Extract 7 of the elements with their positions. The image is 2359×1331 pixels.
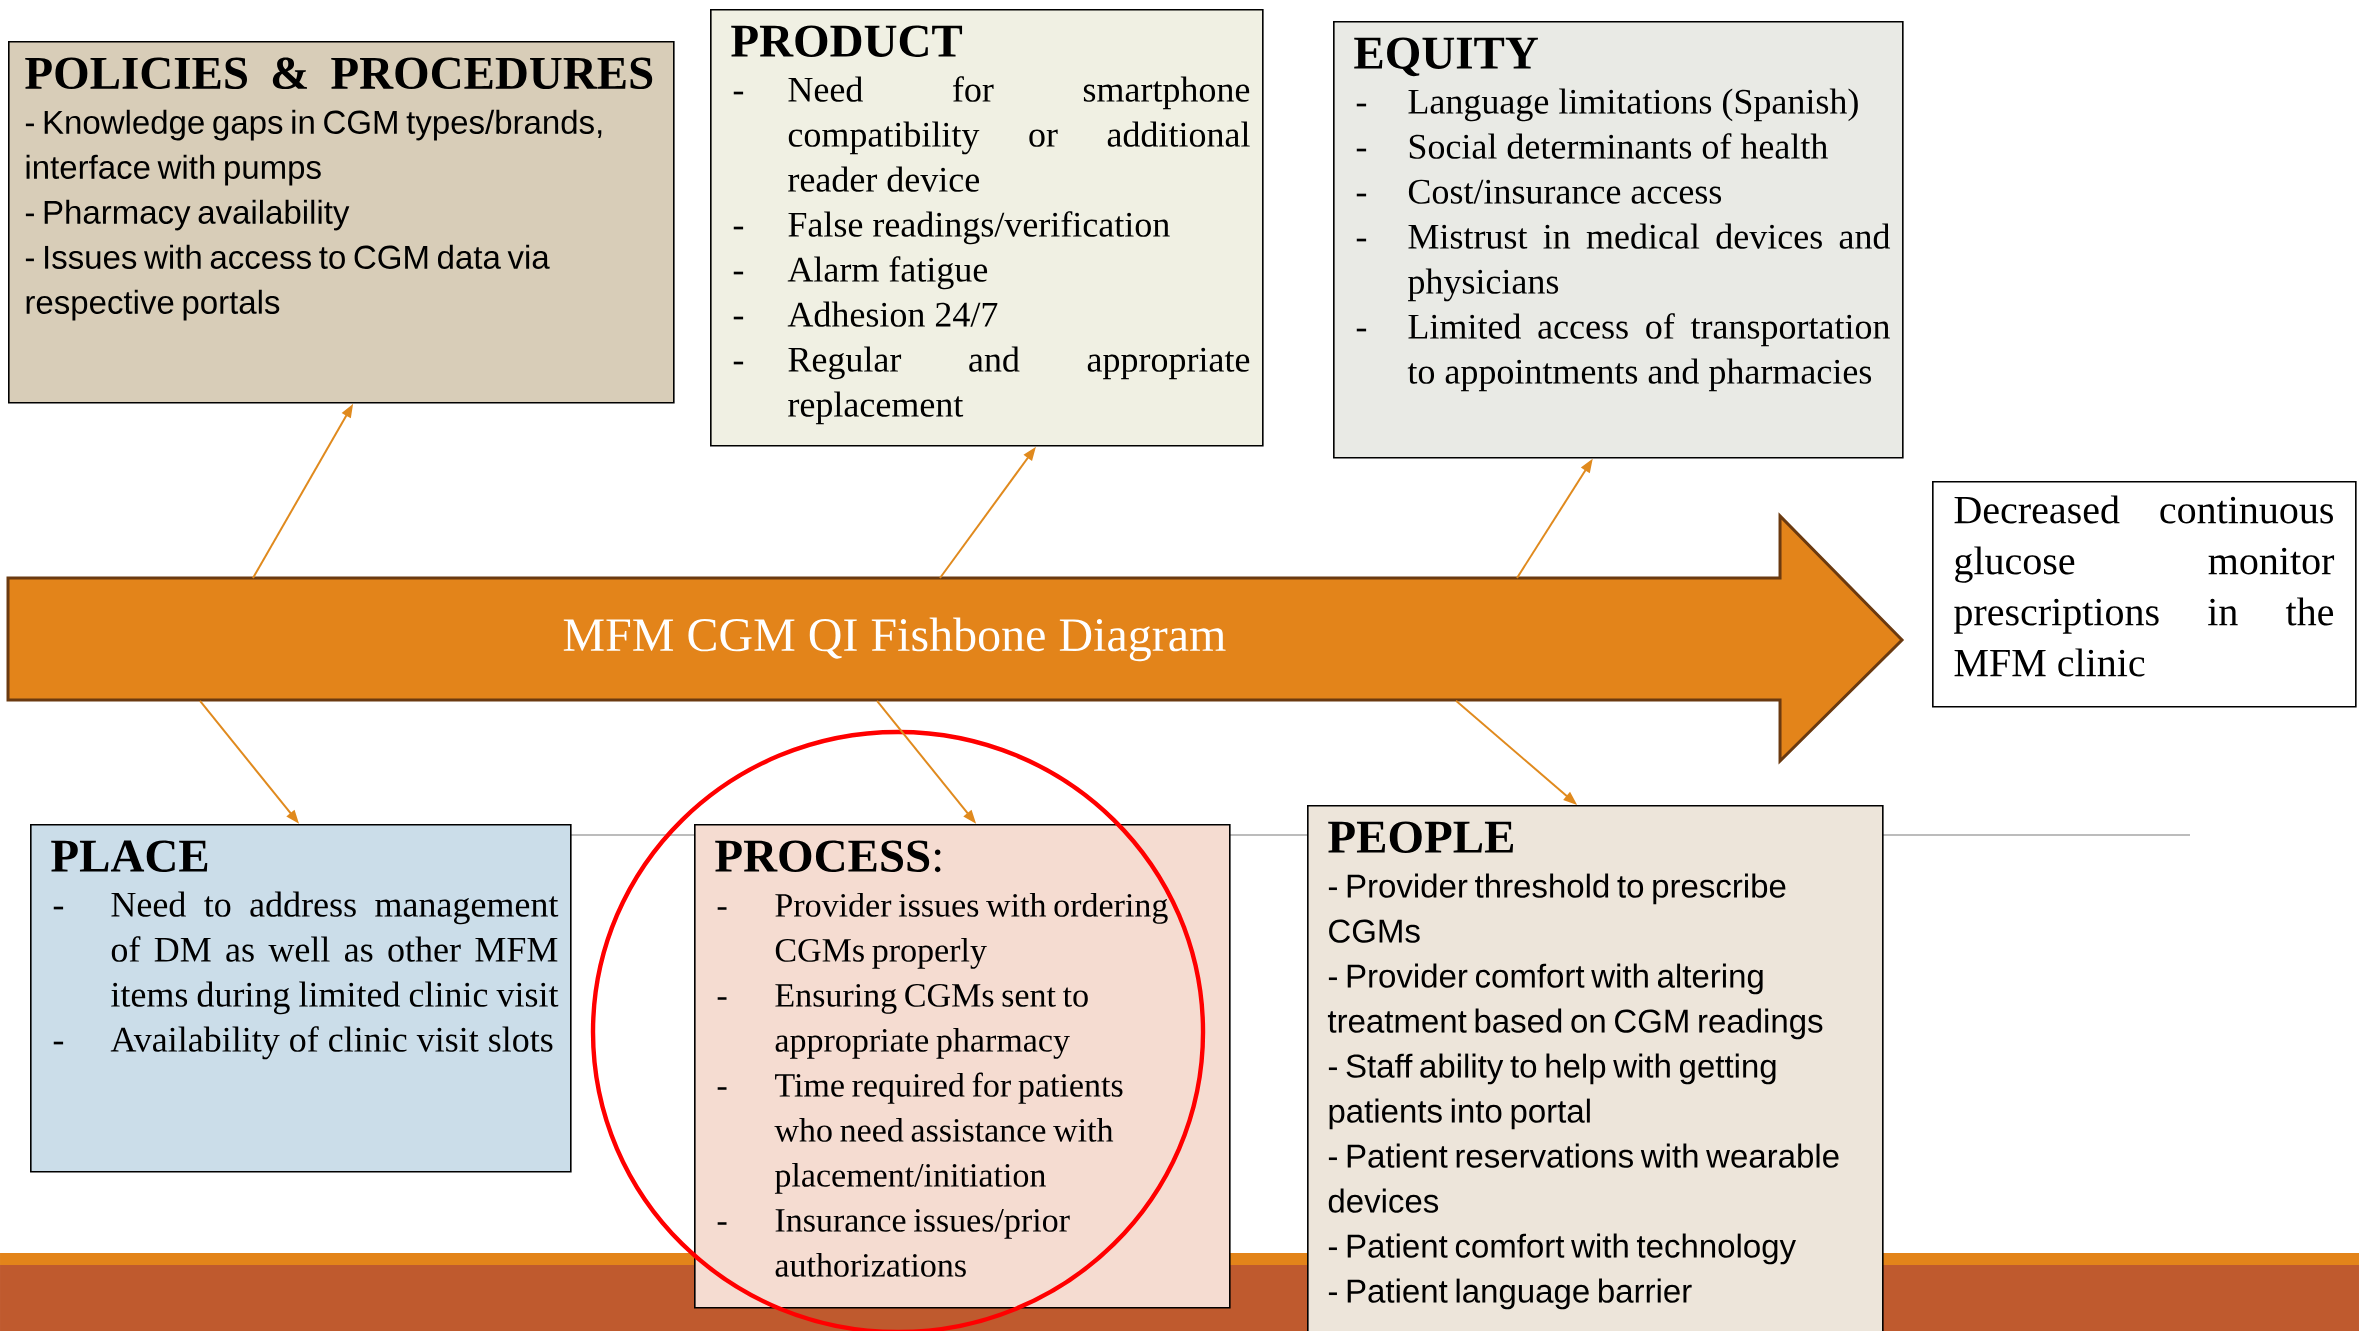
category-box: PLACE - Need to address management of DM as well as other MFM items during limited clinic visit - Availability of clinic visit slots [30, 824, 572, 1173]
category-box: POLICIES & PROCEDURES - Knowledge gaps in CGM types/brands, interface with pumps - Pharmacy availability - Issues with access to CGM data via respective portals [8, 41, 675, 404]
category-box: EQUITY - Language limitations (Spanish) - Social determinants of health - Cost/insurance access - Mistrust in medical devices and physicians - Limited access of transportation to appointments and pharmacies [1333, 21, 1904, 459]
category-box: PEOPLE - Provider threshold to prescribe CGMs - Provider comfort with altering treatment based on CGM readings - Staff ability to help with getting patients into portal - Patient reservations with wearable devices - Patient comfort with technology - Patient language barrier [1307, 805, 1884, 1331]
outcome-box: Decreased continuous glucose monitor prescriptions in the MFM clinic [1932, 481, 2357, 708]
category-box: PRODUCT - Need for smartphone compatibility or additional reader device - False readings/verification - Alarm fatigue - Adhesion 24/7 - Regular and appropriate replacement [710, 9, 1264, 447]
category-box: PROCESS: - Provider issues with ordering CGMs properly - Ensuring CGMs sent to appropriate pharmacy - Time required for patients who need assistance with placement/initiation - Insurance issues/prior authorizations [694, 824, 1231, 1309]
